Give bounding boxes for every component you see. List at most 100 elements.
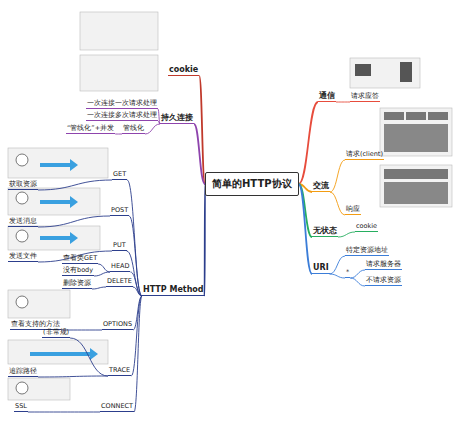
branch-connector [38, 216, 110, 227]
branch-topic: HTTP Method [142, 284, 205, 296]
request-illustration [380, 108, 452, 156]
leaf-topic: 特定资源地址 [345, 246, 389, 256]
header-block [428, 112, 448, 120]
branch-topic: 交流 [312, 180, 330, 192]
client-server-illustration [350, 58, 420, 88]
topic-text: GET [113, 170, 126, 179]
leaf-topic: 响应 [345, 205, 361, 215]
request-arrow [40, 232, 78, 244]
leaf-topic: 一次连接多次请求处理 [86, 111, 158, 121]
leaf-topic: SSL [14, 402, 28, 412]
leaf-topic: PUT [112, 241, 127, 251]
response-illustration [380, 165, 452, 207]
method-illustration [8, 378, 70, 400]
branch-connector [299, 102, 318, 184]
header-block [406, 112, 426, 120]
leaf-topic: TRACE [108, 366, 131, 376]
illustration-detail [16, 62, 448, 394]
topic-text: 发送文件 [9, 252, 37, 261]
topic-text: 不请求资源 [366, 276, 401, 285]
branch-connector [127, 251, 142, 296]
method-illustration [8, 340, 108, 364]
header-block [384, 112, 404, 120]
leaf-topic: (非常规) [42, 328, 70, 338]
topic-text: 持久连接 [161, 112, 193, 123]
topic-text: 请求(client) [346, 150, 383, 159]
leaf-topic: 获取资源 [8, 180, 38, 190]
topic-text: 请求服务器 [366, 260, 401, 269]
topic-text: PUT [113, 241, 126, 250]
branch-connector [350, 278, 365, 286]
topic-text: 通信 [319, 90, 335, 101]
branch-connector [336, 102, 350, 103]
topic-text: 特定资源地址 [346, 246, 388, 255]
topic-text: OPTIONS [103, 320, 132, 329]
leaf-topic: cookie [355, 222, 378, 232]
branch-connector [115, 134, 122, 135]
request-arrow [40, 196, 78, 208]
server-computer [400, 62, 412, 82]
branch-connector [38, 251, 112, 262]
body-block [384, 182, 448, 204]
topic-text: TRACE [109, 366, 130, 375]
topic-text: 一次连接多次请求处理 [87, 111, 157, 120]
branch-connector [134, 296, 142, 412]
topic-text: 删除资源 [63, 279, 91, 288]
leaf-topic: POST [110, 206, 129, 216]
branch-topic: cookie [168, 64, 199, 76]
branch-connector [133, 287, 142, 296]
topic-text: 一次连接一次请求处理 [87, 99, 157, 108]
person-icon [16, 382, 28, 394]
topic-text: “管线化”+并发 [67, 124, 114, 133]
topic-text: POST [111, 206, 128, 215]
branch-connector [38, 376, 108, 377]
method-illustration [8, 290, 70, 318]
leaf-topic: CONNECT [100, 402, 134, 412]
leaf-topic: GET [112, 170, 127, 180]
topic-text: 追踪路径 [9, 367, 37, 376]
cookie-illustration [80, 12, 158, 50]
person-icon [16, 154, 28, 166]
branch-topic: 无状态 [312, 225, 338, 237]
leaf-topic: 不请求资源 [365, 276, 402, 286]
leaf-topic: DELETE [106, 277, 133, 287]
person-icon [16, 296, 28, 308]
topic-text: 简单的HTTP协议 [212, 177, 292, 191]
branch-connector [330, 160, 345, 192]
topic-text: DELETE [107, 277, 132, 286]
branch-connector [94, 272, 110, 276]
topic-text: (非常规) [43, 328, 69, 337]
branch-connector [194, 124, 205, 184]
branch-connector [330, 274, 345, 278]
topic-text: SSL [15, 402, 27, 411]
topic-text: 请求应答 [351, 92, 379, 101]
branch-topic: 持久连接 [160, 112, 194, 124]
header-block [384, 169, 448, 179]
branch-connector [350, 270, 365, 278]
branch-connector [70, 338, 108, 376]
topic-text: 响应 [346, 205, 360, 214]
topic-text: HTTP Method [143, 284, 204, 295]
branch-connector [299, 184, 312, 274]
leaf-topic: 查看类GET [62, 254, 98, 264]
central-topic: 简单的HTTP协议 [205, 172, 299, 196]
leaf-topic: 追踪路径 [8, 367, 38, 377]
leaf-topic: 请求服务器 [365, 260, 402, 270]
cookie-illustration [80, 55, 158, 91]
branch-connector [330, 256, 345, 274]
branch-topic: URI [312, 262, 330, 274]
branch-connector [28, 412, 100, 413]
topic-text: * [346, 268, 349, 277]
method-illustration [8, 226, 100, 250]
topic-text: 没有body [63, 266, 93, 275]
branch-connector [38, 180, 112, 190]
branch-connector [330, 192, 345, 215]
method-illustration [8, 148, 108, 178]
topic-text: 查看类GET [63, 254, 97, 263]
leaf-topic: 请求(client) [345, 150, 384, 160]
person-icon [16, 192, 28, 204]
leaf-topic: 发送消息 [8, 217, 38, 227]
topic-text: cookie [356, 222, 377, 231]
